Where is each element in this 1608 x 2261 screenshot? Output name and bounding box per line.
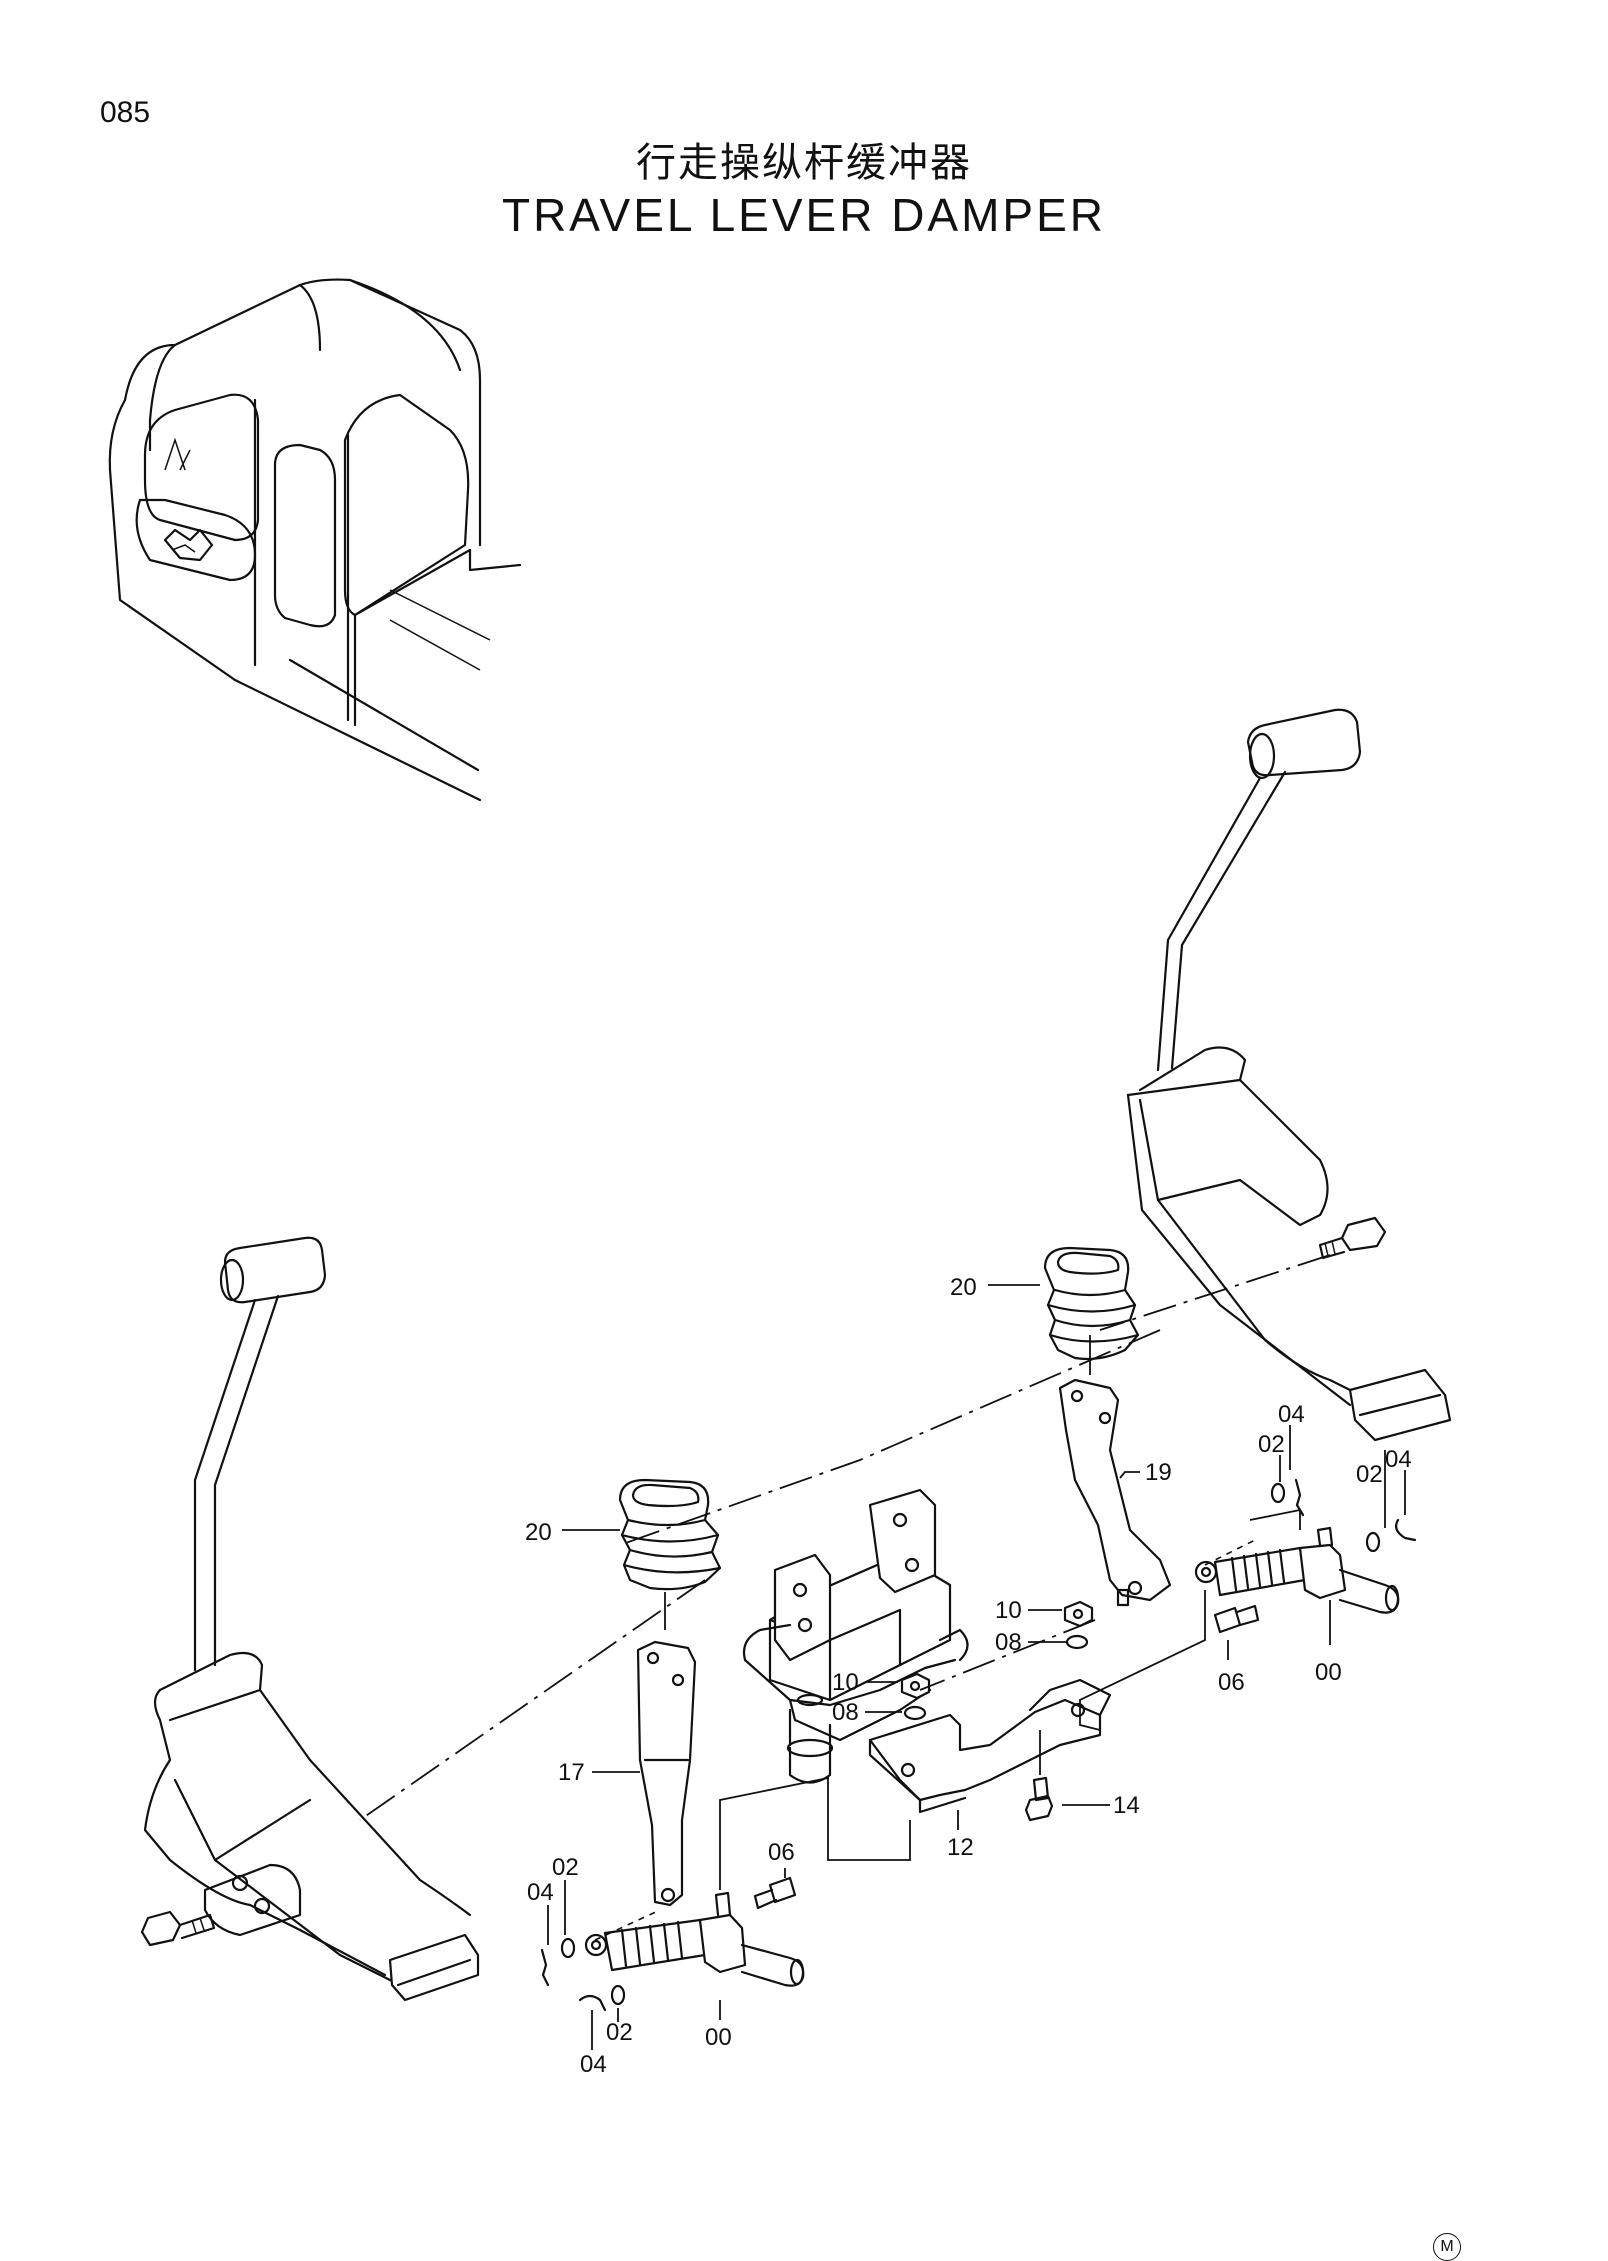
callout-19: 19 <box>1145 1459 1172 1486</box>
callout-06-right: 06 <box>1218 1669 1245 1696</box>
callout-04-left-b: 04 <box>580 2051 607 2078</box>
callout-20-left: 20 <box>525 1519 552 1546</box>
left-lever-pedal <box>140 1236 480 2002</box>
callout-00-left: 00 <box>705 2024 732 2051</box>
right-lever-pedal <box>1126 708 1452 1442</box>
left-damper <box>584 1891 805 1987</box>
callout-00-right: 00 <box>1315 1659 1342 1686</box>
right-boot-bracket <box>1043 1246 1172 1607</box>
callout-leaders <box>547 1284 1406 2050</box>
callout-14: 14 <box>1113 1792 1140 1819</box>
right-damper <box>1194 1526 1400 1614</box>
callout-02-left-a: 02 <box>552 1854 579 1881</box>
callout-20-right: 20 <box>950 1274 977 1301</box>
callout-12: 12 <box>947 1834 974 1861</box>
callout-08-right: 08 <box>995 1629 1022 1656</box>
title-chinese: 行走操纵杆缓冲器 <box>636 140 972 186</box>
callout-08-left: 08 <box>832 1699 859 1726</box>
callout-02-left-b: 02 <box>606 2019 633 2046</box>
callout-06-left: 06 <box>768 1839 795 1866</box>
callout-10-right: 10 <box>995 1597 1022 1624</box>
bracket-plate <box>868 1678 1112 1814</box>
callout-10-left: 10 <box>832 1669 859 1696</box>
small-hardware <box>540 1478 1417 2012</box>
page-number: 085 <box>100 96 151 129</box>
callout-02-right-a: 02 <box>1258 1431 1285 1458</box>
callout-04-right-a: 04 <box>1278 1401 1305 1428</box>
assembly-lines <box>359 1254 1331 1941</box>
left-boot-bracket <box>618 1478 722 1907</box>
m-mark: M <box>1433 2233 1461 2261</box>
cab-inset <box>108 278 522 802</box>
callout-02-right-b: 02 <box>1356 1461 1383 1488</box>
callout-04-right-b: 04 <box>1385 1446 1412 1473</box>
callout-labels: 20 19 04 02 04 02 10 08 06 00 20 10 08 1… <box>525 1274 1412 2078</box>
title-english: TRAVEL LEVER DAMPER <box>501 189 1107 241</box>
callout-04-left-a: 04 <box>527 1879 554 1906</box>
callout-17: 17 <box>558 1759 585 1786</box>
